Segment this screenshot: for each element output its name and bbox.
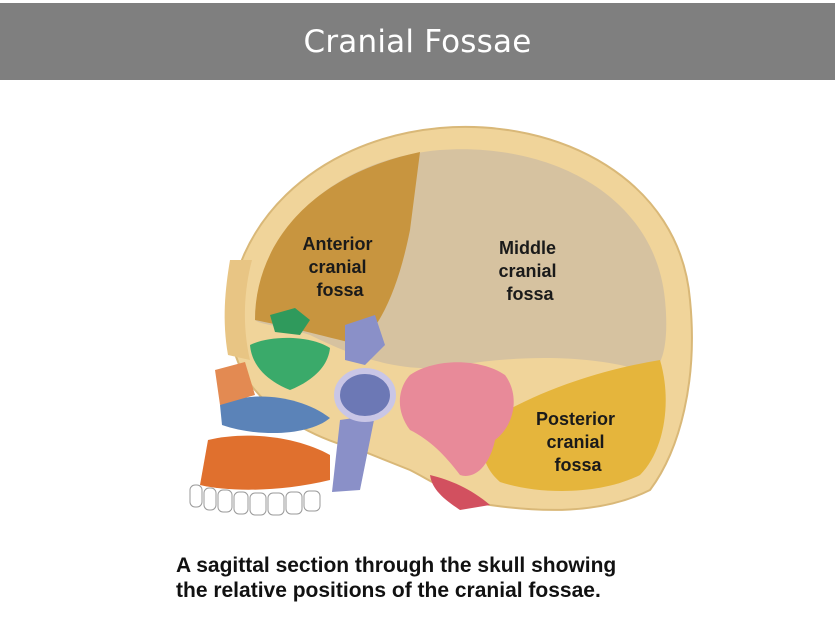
nasal-concha bbox=[220, 396, 330, 434]
ethmoid-bone bbox=[270, 308, 310, 335]
skull-sagittal-section-figure: Anterior cranial fossa Middle cranial fo… bbox=[160, 120, 700, 530]
sphenoid-sinus bbox=[334, 368, 396, 422]
slide-title: Cranial Fossae bbox=[303, 23, 532, 60]
slide-title-bar: Cranial Fossae bbox=[0, 3, 835, 80]
palatine-bone bbox=[215, 362, 255, 405]
anterior-fossa-region bbox=[255, 152, 420, 345]
posterior-fossa-region bbox=[482, 360, 666, 492]
middle-fossa-label: Middle cranial fossa bbox=[498, 238, 561, 304]
caption-line-2: the relative positions of the cranial fo… bbox=[176, 579, 601, 602]
posterior-fossa-label: Posterior cranial fossa bbox=[536, 409, 620, 475]
sphenoid-wing bbox=[345, 315, 385, 365]
teeth bbox=[189, 484, 321, 516]
temporal-petrous-bone bbox=[399, 362, 514, 476]
figure-caption: A sagittal section through the skull sho… bbox=[176, 553, 736, 603]
maxilla-bone bbox=[200, 435, 330, 490]
skull-illustration: Anterior cranial fossa Middle cranial fo… bbox=[189, 126, 693, 516]
caption-line-1: A sagittal section through the skull sho… bbox=[176, 554, 617, 577]
ethmoid-air-cells bbox=[250, 337, 330, 390]
vomer-bone bbox=[332, 415, 375, 492]
anterior-fossa-label: Anterior cranial fossa bbox=[302, 234, 377, 300]
frontal-bone-front bbox=[224, 260, 252, 360]
mastoid-red bbox=[430, 475, 490, 510]
